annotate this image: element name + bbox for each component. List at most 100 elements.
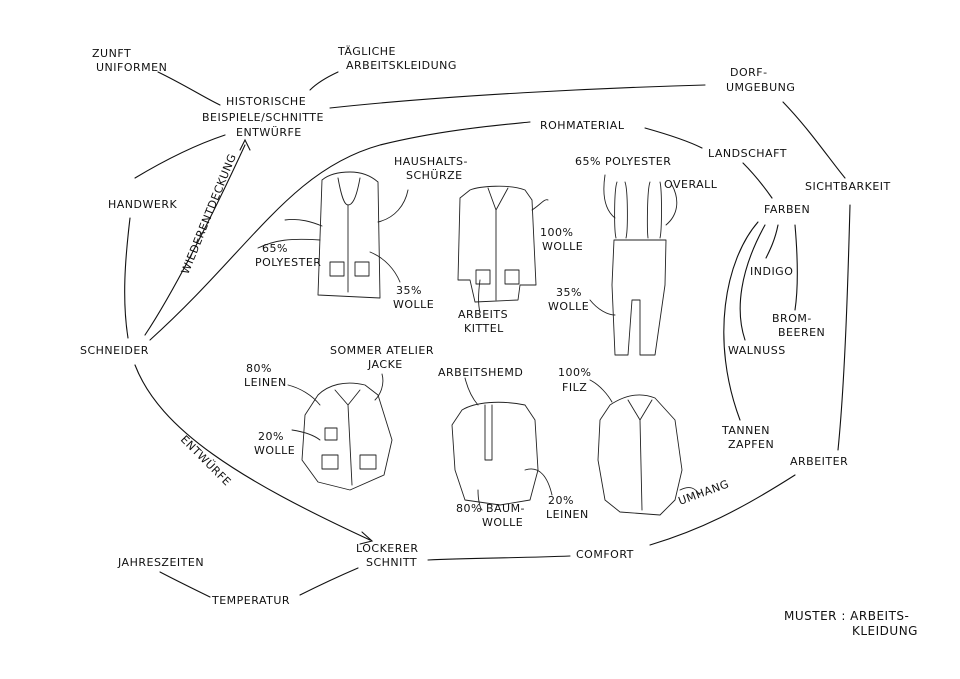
line-dorf-sichtbarkeit (782, 101, 846, 179)
line-sichtbarkeit-arbeiter (837, 204, 851, 451)
garment-umhang-sketch (589, 379, 701, 516)
label-line: WOLLE (254, 444, 295, 457)
line-schneider-lockerer (134, 364, 371, 541)
label-line: UNIFORMEN (96, 61, 167, 74)
label-line: JACKE (367, 358, 403, 371)
label-line: HISTORISCHE (226, 95, 306, 108)
garment-schuerze-sketch (257, 171, 409, 299)
label-line: ARBEITSKLEIDUNG (346, 59, 457, 72)
label-line: WOLLE (482, 516, 523, 529)
node-lockerer-schnitt: LOCKERER SCHNITT (356, 542, 418, 569)
label-line: 35% (396, 284, 422, 297)
connectors (124, 71, 851, 598)
line-schneider-historische (144, 144, 246, 336)
label-line: WOLLE (542, 240, 583, 253)
label-kittel: 100% WOLLE ARBEITS KITTEL (458, 226, 583, 335)
line-schneider-rohmaterial (149, 121, 531, 341)
line-arbeiter-comfort (649, 474, 796, 546)
node-historische-beispiele: HISTORISCHE BEISPIELE/SCHNITTE ENTWÜRFE (202, 95, 324, 139)
label-line: ENTWÜRFE (236, 126, 302, 139)
label-jacke: SOMMER ATELIER JACKE 80% LEINEN 20% WOLL… (244, 344, 434, 457)
label-umhang: 100% FILZ UMHANG (558, 366, 731, 508)
label-line: BEISPIELE/SCHNITTE (202, 111, 324, 124)
label-line: 20% (548, 494, 574, 507)
node-handwerk: HANDWERK (108, 198, 177, 211)
label-line: SCHÜRZE (406, 169, 463, 182)
line-rohmaterial-landschaft (644, 127, 703, 149)
garment-jacke-sketch (287, 373, 393, 491)
label-line: WOLLE (548, 300, 589, 313)
label-line: 35% (556, 286, 582, 299)
label-line: OVERALL (664, 178, 718, 191)
page-title: MUSTER : ARBEITS- KLEIDUNG (784, 609, 918, 638)
label-line: ZAPFEN (728, 438, 774, 451)
label-line: 80% BAUM- (456, 502, 525, 515)
label-line: BROM- (772, 312, 812, 325)
label-line: ARBEITS (458, 308, 508, 321)
label-line: FILZ (562, 381, 587, 394)
line-wiederentdeckung-arrow (239, 138, 251, 151)
node-sichtbarkeit: SICHTBARKEIT (805, 180, 891, 193)
label-line: MUSTER : ARBEITS- (784, 609, 909, 623)
label-line: 80% (246, 362, 272, 375)
line-jahreszeiten-temperatur (159, 571, 211, 598)
line-taegliche-historische (309, 71, 339, 91)
garment-overall-sketch (589, 174, 678, 356)
label-line: LOCKERER (356, 542, 418, 555)
garment-hemd-sketch (451, 377, 553, 511)
label-line: LEINEN (244, 376, 287, 389)
node-arbeiter: ARBEITER (790, 455, 848, 468)
label-line: POLYESTER (255, 256, 321, 269)
node-temperatur: TEMPERATUR (211, 594, 290, 607)
line-zunft-historische (157, 71, 221, 106)
line-farben-walnuss (739, 224, 766, 341)
label-line: 20% (258, 430, 284, 443)
node-comfort: COMFORT (576, 548, 634, 561)
node-farben: FARBEN (764, 203, 810, 216)
node-rohmaterial: ROHMATERIAL (540, 119, 625, 132)
node-taegliche-arbeitskleidung: TÄGLICHE ARBEITSKLEIDUNG (337, 45, 457, 72)
node-tannenzapfen: TANNEN ZAPFEN (721, 424, 774, 451)
label-hemd: ARBEITSHEMD 80% BAUM- WOLLE 20% LEINEN (438, 366, 589, 529)
line-handwerk-historische (134, 134, 226, 179)
line-lockerer-arrow (359, 531, 374, 545)
label-line: ZUNFT (92, 47, 131, 60)
label-line: LEINEN (546, 508, 589, 521)
node-indigo: INDIGO (750, 265, 793, 278)
label-line: 65% (262, 242, 288, 255)
line-lockerer-temperatur (299, 567, 359, 596)
label-line: UMGEBUNG (726, 81, 795, 94)
label-line: TÄGLICHE (337, 45, 396, 58)
label-line: 100% (540, 226, 573, 239)
node-jahreszeiten: JAHRESZEITEN (117, 556, 204, 569)
node-wiederentdeckung: WIEDERENTDECKUNG (179, 152, 239, 276)
label-line: ARBEITSHEMD (438, 366, 523, 379)
line-farben-indigo (765, 224, 779, 259)
node-schneider: SCHNEIDER (80, 344, 149, 357)
node-dorf-umgebung: DORF- UMGEBUNG (726, 66, 795, 94)
node-walnuss: WALNUSS (728, 344, 786, 357)
label-line: KLEIDUNG (852, 624, 918, 638)
line-comfort-lockerer (427, 555, 571, 561)
line-handwerk-schneider (124, 217, 131, 339)
label-overall: 65% POLYESTER OVERALL 35% WOLLE (548, 155, 718, 313)
label-line: DORF- (730, 66, 768, 79)
node-brombeeren: BROM- BEEREN (772, 312, 825, 339)
label-line: SCHNITT (366, 556, 417, 569)
label-line: BEEREN (778, 326, 825, 339)
label-line: SOMMER ATELIER (330, 344, 434, 357)
label-line: 65% POLYESTER (575, 155, 671, 168)
label-line: 100% (558, 366, 591, 379)
line-landschaft-farben (742, 162, 773, 199)
line-farben-brombeeren (794, 224, 798, 311)
label-line: UMHANG (677, 477, 731, 507)
node-landschaft: LANDSCHAFT (708, 147, 787, 160)
line-historische-dorf (329, 84, 706, 109)
line-farben-tannen (723, 221, 759, 421)
label-line: WOLLE (393, 298, 434, 311)
node-zunft-uniformen: ZUNFT UNIFORMEN (92, 47, 167, 74)
label-schuerze: HAUSHALTS- SCHÜRZE 65% POLYESTER 35% WOL… (255, 155, 468, 311)
label-line: TANNEN (721, 424, 770, 437)
label-line: HAUSHALTS- (394, 155, 468, 168)
